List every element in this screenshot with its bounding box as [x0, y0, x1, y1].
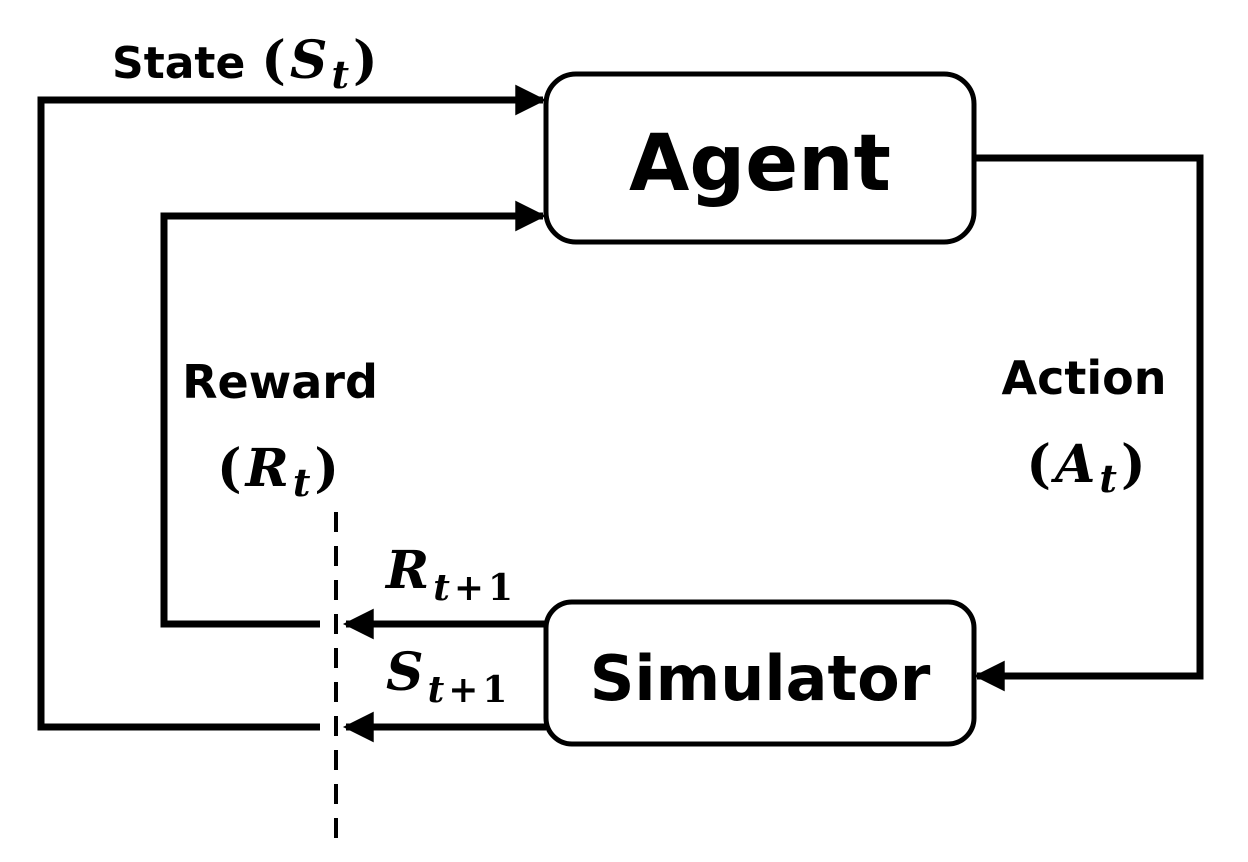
- next-reward-symbol: R: [384, 540, 429, 601]
- next-state-label: S t + 1: [386, 642, 507, 711]
- next-state-sub-op: +: [448, 669, 478, 711]
- reward-symbol: R: [244, 438, 289, 499]
- action-subscript: t: [1099, 456, 1117, 501]
- action-symbol: A: [1050, 434, 1095, 495]
- simulator-label: Simulator: [590, 642, 931, 715]
- next-state-symbol: S: [386, 642, 424, 703]
- reward-subscript: t: [293, 460, 311, 505]
- simulator-node: Simulator: [543, 599, 977, 747]
- next-reward-sub-var: t: [433, 567, 450, 609]
- agent-node: Agent: [543, 71, 977, 245]
- reward-symbol-label: ( R t ): [217, 438, 339, 505]
- state-word: State: [112, 38, 245, 89]
- action-symbol-label: ( A t ): [1026, 434, 1145, 501]
- state-label: State ( S t ): [112, 30, 378, 97]
- reward-feedback-arrow: [160, 200, 547, 628]
- state-symbol: S: [290, 30, 328, 91]
- next-reward-sub-op: +: [454, 567, 484, 609]
- state-subscript: t: [331, 52, 349, 97]
- reward-word: Reward: [182, 355, 378, 409]
- agent-label: Agent: [629, 119, 891, 209]
- action-word: Action: [1002, 351, 1167, 405]
- state-feedback-arrow: [37, 84, 547, 731]
- action-arrow: [973, 154, 1204, 692]
- next-state-sub-var: t: [428, 669, 445, 711]
- next-state-sub-num: 1: [482, 669, 507, 711]
- next-reward-sub-num: 1: [488, 567, 513, 609]
- next-reward-label: R t + 1: [384, 540, 513, 609]
